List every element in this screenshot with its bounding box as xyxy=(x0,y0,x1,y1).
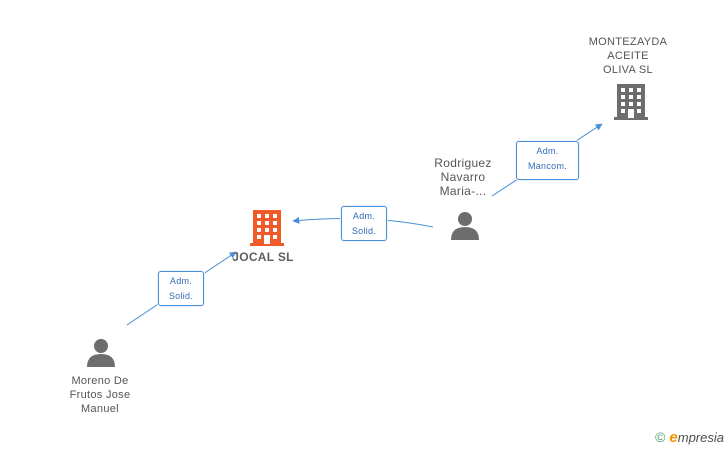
label-line: Maria-... xyxy=(439,184,487,198)
role-line: Solid. xyxy=(168,291,194,301)
person-icon[interactable] xyxy=(86,338,116,368)
role-badge-solid-moreno[interactable]: Adm. Solid. xyxy=(158,271,204,306)
label-line: MONTEZAYDA xyxy=(588,36,668,48)
label-line: Manuel xyxy=(81,403,119,415)
node-label-montezayda[interactable]: MONTEZAYDA ACEITE OLIVA SL xyxy=(578,35,678,77)
brand-logo-e: e xyxy=(669,429,678,446)
label-line: Frutos Jose xyxy=(69,389,131,401)
role-line: Mancom. xyxy=(527,161,568,171)
role-badge-solid-rodriguez[interactable]: Adm. Solid. xyxy=(341,206,387,241)
building-icon[interactable] xyxy=(250,210,284,246)
label-line: Rodriguez xyxy=(434,156,492,170)
node-label-jocal[interactable]: JOCAL SL xyxy=(225,250,301,264)
role-line: Adm. xyxy=(169,276,193,286)
role-badge-mancom[interactable]: Adm. Mancom. xyxy=(516,141,579,180)
building-icon[interactable] xyxy=(614,84,648,120)
label-line: ACEITE xyxy=(607,50,649,62)
node-label-rodriguez[interactable]: Rodriguez Navarro Maria-... xyxy=(418,156,508,198)
label-line: OLIVA SL xyxy=(603,64,653,76)
copyright-symbol: © xyxy=(655,429,666,445)
label-line: Moreno De xyxy=(71,375,129,387)
brand-name: mpresia xyxy=(677,430,724,445)
brand-footer: ©empresia xyxy=(655,429,724,446)
label-line: Navarro xyxy=(440,170,486,184)
role-line: Solid. xyxy=(351,226,377,236)
node-label-moreno[interactable]: Moreno De Frutos Jose Manuel xyxy=(54,374,146,416)
role-line: Adm. xyxy=(352,211,376,221)
role-line: Adm. xyxy=(536,146,559,156)
person-icon[interactable] xyxy=(450,211,480,241)
label-line: JOCAL SL xyxy=(232,250,294,264)
